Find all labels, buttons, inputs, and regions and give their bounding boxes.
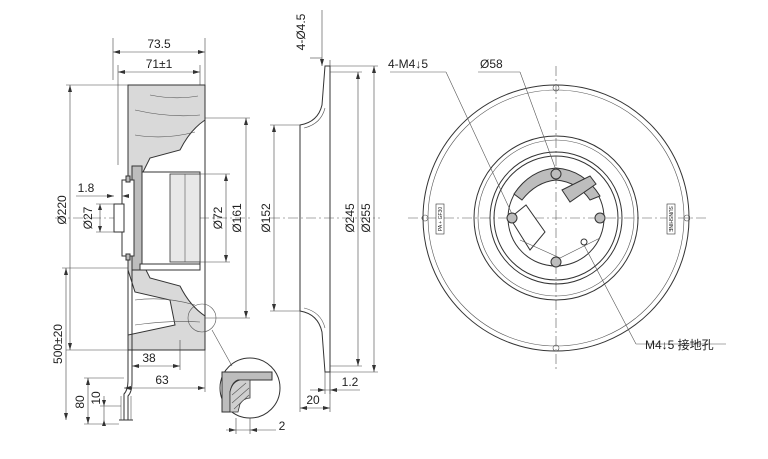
- ring-label-left: PA + GF30: [438, 207, 444, 231]
- dim-80: 80: [73, 395, 87, 409]
- ground-hole: [580, 238, 588, 246]
- ring-label-right: SUNSHINE: [667, 206, 673, 233]
- dim-73-5: 73.5: [147, 37, 171, 51]
- dim-220: Ø220: [55, 195, 69, 225]
- callout-dia-58: Ø58: [480, 57, 503, 71]
- screw-hole: [550, 168, 562, 180]
- dim-152: Ø152: [259, 203, 273, 233]
- side-view: [55, 84, 250, 421]
- dim-255: Ø255: [359, 203, 373, 233]
- inlet-ring-side: 4-Ø4.5 Ø152 Ø245 Ø255 1.2: [259, 10, 380, 412]
- callout-screws: 4-M4↓5: [388, 57, 428, 71]
- screw-hole: [550, 256, 562, 268]
- dim-1-2: 1.2: [342, 375, 359, 389]
- dim-63: 63: [155, 373, 169, 387]
- dim-1-8: 1.8: [78, 181, 95, 195]
- dim-72: Ø72: [211, 206, 225, 229]
- dim-161: Ø161: [230, 203, 244, 233]
- front-view: PA + GF30 SUNSHINE 4-M4↓5 Ø58 M4↓5 接地孔: [388, 57, 726, 372]
- dim-500: 500±20: [51, 324, 65, 364]
- callout-ground: M4↓5 接地孔: [645, 337, 714, 352]
- cable: [123, 268, 129, 420]
- dim-71: 71±1: [146, 57, 173, 71]
- dim-4-5: 4-Ø4.5: [294, 13, 308, 50]
- dim-detail-2: 2: [279, 419, 286, 433]
- screw-hole: [594, 212, 606, 224]
- dim-38: 38: [142, 351, 156, 365]
- screw-hole: [506, 212, 518, 224]
- dim-27: Ø27: [81, 206, 95, 229]
- dim-20: 20: [306, 393, 320, 407]
- dim-10: 10: [89, 391, 103, 405]
- side-view-dimensions: 73.5 71±1 Ø220 1.8 Ø27 Ø72: [51, 37, 250, 426]
- dim-245: Ø245: [343, 203, 357, 233]
- detail-view: 2: [187, 303, 286, 434]
